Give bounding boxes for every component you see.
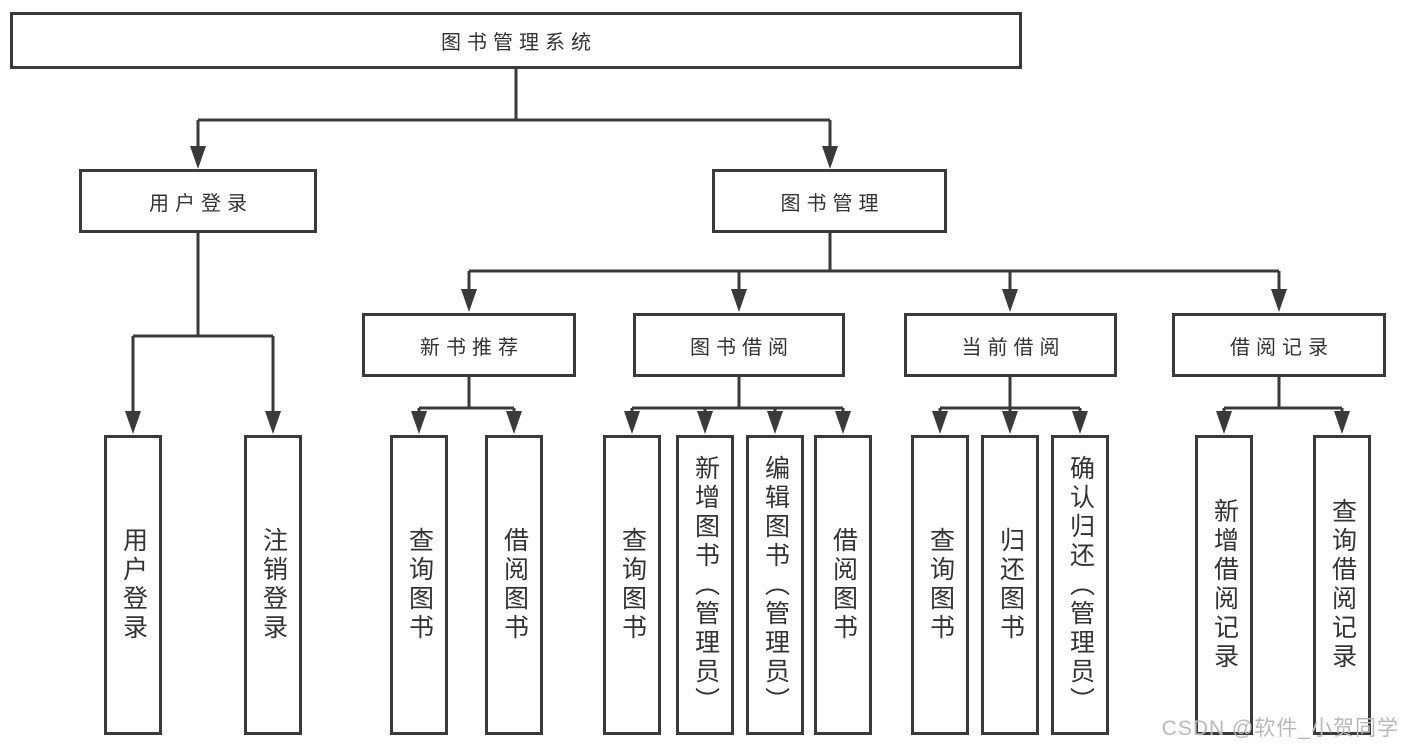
- node-book-borrow-label: 图书借阅: [690, 336, 794, 359]
- node-borrow-records: 借阅记录: [1172, 313, 1386, 377]
- leaf-label: 查询图书: [405, 527, 434, 643]
- leaf-user-login-login: 用户登录: [104, 435, 162, 735]
- leaf-label: 新增借阅记录: [1210, 498, 1239, 672]
- node-current-borrow-label: 当前借阅: [961, 336, 1066, 359]
- leaf-label: 确认归还（管理员）: [1066, 454, 1095, 716]
- leaf-label: 查询图书: [618, 527, 647, 643]
- leaf-book-borrow-query: 查询图书: [603, 435, 661, 735]
- leaf-label: 归还图书: [996, 527, 1025, 643]
- leaf-new-books-query: 查询图书: [390, 435, 448, 735]
- node-new-books: 新书推荐: [362, 313, 576, 377]
- node-book-borrow: 图书借阅: [633, 313, 845, 377]
- leaf-book-borrow-edit: 编辑图书（管理员）: [746, 435, 804, 735]
- connector-borrow-records-to-leaves: [1216, 377, 1350, 434]
- leaf-label: 查询图书: [926, 527, 955, 643]
- leaf-user-login-logout: 注销登录: [244, 435, 302, 735]
- leaf-current-borrow-return: 归还图书: [981, 435, 1039, 735]
- leaf-borrow-records-add: 新增借阅记录: [1195, 435, 1253, 735]
- node-user-login: 用户登录: [79, 169, 317, 233]
- leaf-label: 借阅图书: [829, 527, 858, 643]
- leaf-current-borrow-confirm: 确认归还（管理员）: [1051, 435, 1109, 735]
- connector-book-borrow-to-leaves: [624, 377, 851, 434]
- node-root-system: 图书管理系统: [10, 12, 1022, 69]
- leaf-current-borrow-query: 查询图书: [911, 435, 969, 735]
- leaf-label: 查询借阅记录: [1328, 498, 1357, 672]
- node-user-login-label: 用户登录: [149, 192, 253, 215]
- leaf-book-borrow-borrow: 借阅图书: [814, 435, 872, 735]
- leaf-book-borrow-add: 新增图书（管理员）: [676, 435, 734, 735]
- node-book-mgmt-label: 图书管理: [780, 192, 885, 215]
- node-current-borrow: 当前借阅: [904, 313, 1117, 377]
- connector-root-to-level2: [190, 69, 838, 169]
- node-root-label: 图书管理系统: [441, 32, 597, 54]
- leaf-new-books-borrow: 借阅图书: [485, 435, 543, 735]
- leaf-label: 借阅图书: [500, 527, 529, 643]
- leaf-label: 用户登录: [119, 527, 148, 643]
- connector-user-login-to-leaves: [125, 233, 281, 434]
- connector-book-mgmt-to-level3: [461, 233, 1287, 312]
- node-new-books-label: 新书推荐: [420, 336, 524, 359]
- node-book-mgmt: 图书管理: [712, 169, 947, 233]
- leaf-label: 注销登录: [259, 527, 288, 643]
- node-borrow-records-label: 借阅记录: [1230, 336, 1334, 359]
- leaf-label: 编辑图书（管理员）: [761, 454, 790, 716]
- connector-new-books-to-leaves: [411, 377, 522, 434]
- connector-current-borrow-to-leaves: [932, 377, 1088, 434]
- csdn-watermark: CSDN @软件_小贺同学: [1161, 717, 1399, 740]
- leaf-label: 新增图书（管理员）: [691, 454, 720, 716]
- leaf-borrow-records-query: 查询借阅记录: [1313, 435, 1371, 735]
